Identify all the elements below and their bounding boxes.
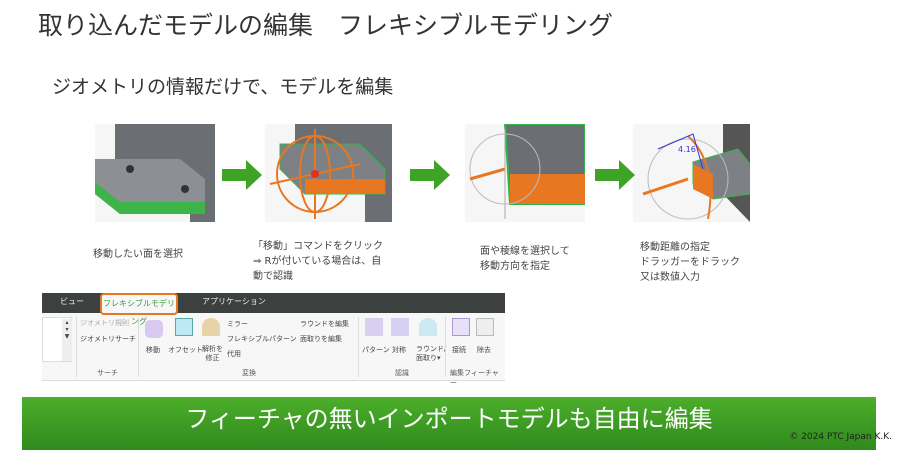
tab-flexible-modeling[interactable]: フレキシブルモデリング <box>100 293 178 326</box>
tab-applications[interactable]: アプリケーション <box>202 297 266 306</box>
group-label-search: サーチ <box>97 369 118 377</box>
arrow-right-icon <box>595 160 635 190</box>
mirror-button[interactable]: ミラー <box>227 320 248 328</box>
copyright: © 2024 PTC Japan K.K. <box>789 432 892 442</box>
geometry-search-button[interactable]: ジオメトリサーチ <box>80 335 136 343</box>
modify-analytic-icon <box>202 318 220 336</box>
pattern-button[interactable]: パターン <box>362 346 390 354</box>
model-image-move-command <box>265 124 392 222</box>
remove-button[interactable]: 除去 <box>477 346 491 354</box>
round-chamfer-icon <box>419 318 437 336</box>
offset-icon <box>175 318 193 336</box>
pattern-icon <box>365 318 383 336</box>
ribbon-toolbar: ビュー フレキシブルモデリング アプリケーション ▴▾▼ ジオメトリ規則 ジオメ… <box>42 293 505 387</box>
step-caption: 「移動」コマンドをクリック ⇒ Rが付いている場合は、自 動で認識 <box>253 241 383 282</box>
symmetry-button[interactable]: 対称 <box>392 346 406 354</box>
model-image-select-direction <box>465 124 585 222</box>
edit-round-button[interactable]: ラウンドを編集 <box>300 320 349 328</box>
slide-subtitle: ジオメトリの情報だけで、モデルを編集 <box>52 76 394 98</box>
edit-chamfer-button[interactable]: 面取りを編集 <box>300 335 342 343</box>
step-caption: 面や稜線を選択して 移動方向を指定 <box>480 246 570 272</box>
remove-icon <box>476 318 494 336</box>
tab-view[interactable]: ビュー <box>60 297 84 306</box>
move-icon <box>145 320 163 338</box>
arrow-right-icon <box>410 160 450 190</box>
connect-icon <box>452 318 470 336</box>
connect-button[interactable]: 接続 <box>452 346 466 354</box>
step-caption: 移動したい面を選択 <box>93 249 183 260</box>
arrow-right-icon <box>222 160 262 190</box>
modify-analytic-button[interactable]: 解析を 修正 <box>202 345 223 362</box>
step-caption: 移動距離の指定 ドラッガーをドラック 又は数値入力 <box>640 242 740 283</box>
group-label-recognition: 認識 <box>395 369 409 377</box>
summary-banner: フィーチャの無いインポートモデルも自由に編集 <box>22 397 876 450</box>
round-chamfer-button[interactable]: ラウンド/ 面取り▾ <box>416 345 447 362</box>
group-label-transform: 変換 <box>242 369 256 377</box>
substitute-button[interactable]: 代用 <box>227 350 241 358</box>
flexible-pattern-button[interactable]: フレキシブルパターン <box>227 335 297 343</box>
slide-title: 取り込んだモデルの編集 フレキシブルモデリング <box>38 11 614 40</box>
model-image-move-distance: 4.16 <box>633 124 751 222</box>
move-button[interactable]: 移動 <box>146 346 160 354</box>
model-image-select-face <box>95 124 215 222</box>
group-label-edit-feature: 編集フィーチャー <box>450 369 499 387</box>
geometry-rule-button[interactable]: ジオメトリ規則 <box>80 319 129 327</box>
scrollbar[interactable]: ▴▾▼ <box>62 319 72 361</box>
symmetry-icon <box>391 318 409 336</box>
dimension-value: 4.16 <box>678 145 696 154</box>
offset-button[interactable]: オフセット <box>168 346 203 354</box>
